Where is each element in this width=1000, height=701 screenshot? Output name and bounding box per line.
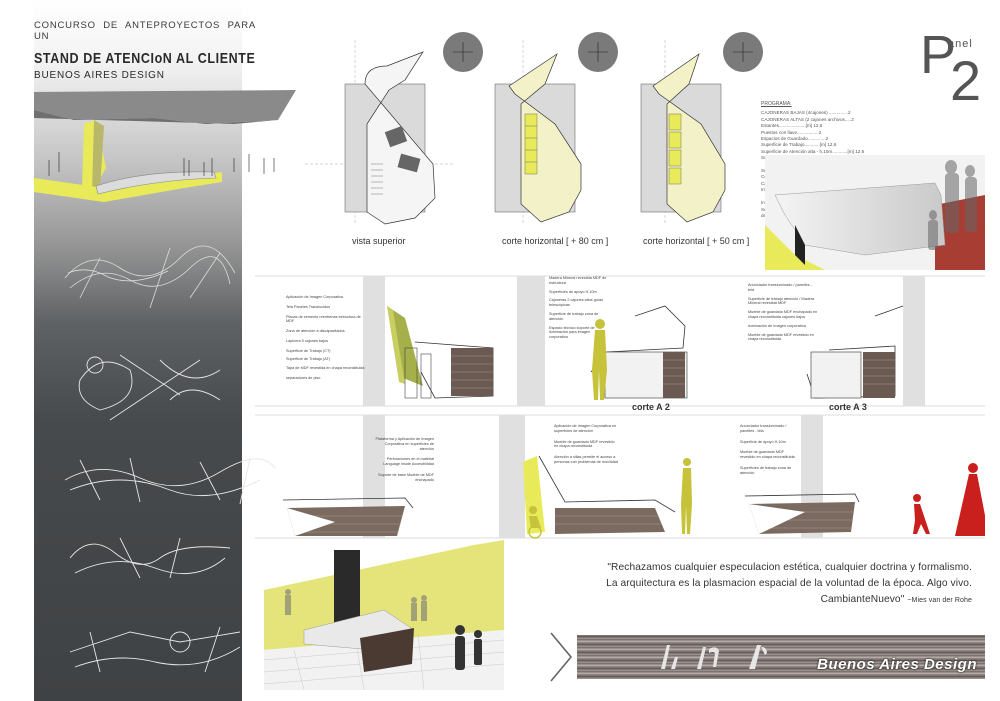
programa-item: Espacios de Guardado..............2 xyxy=(761,136,829,142)
sketch-3 xyxy=(64,457,276,505)
annotation: Cajoneras 2 cajones altos guías telescóp… xyxy=(549,298,604,308)
programa-item: Superficie de Atención alta - h,10m.....… xyxy=(761,148,865,154)
person-silhouette xyxy=(592,319,607,400)
annotations-right-section: Anunciador translumínado / panelles - te… xyxy=(748,283,818,342)
red-figures xyxy=(913,463,985,536)
label-corte-a2: corte A 2 xyxy=(632,402,670,412)
chevron-right-icon xyxy=(550,632,573,682)
footer-band: Buenos Aires Design xyxy=(577,635,985,679)
annotation: Anunciador translumínado / panelles - te… xyxy=(740,424,787,433)
panel-tag: P anel 2 xyxy=(916,25,990,112)
title-block: CONCURSO DE ANTEPROYECTOS PARA UN STAND … xyxy=(34,20,274,81)
render-people xyxy=(48,152,275,176)
programa-item: Estantes.....................[m] 12,6 xyxy=(761,123,823,129)
programa-heading: PROGRAMA: xyxy=(761,101,792,107)
quote-author: ~Mies van der Rohe xyxy=(907,597,972,604)
annotation: Espacio técnico soporte de iluminación p… xyxy=(549,325,595,340)
section-middle xyxy=(517,276,688,406)
annotation: Plataforma y Aplicación de Imagen Corpor… xyxy=(375,437,434,451)
programa-item: Puestos con llave.................2 xyxy=(761,129,822,135)
annotation: Mueble de guardado MDF revestido en chap… xyxy=(554,439,615,449)
title-line-1: CONCURSO DE ANTEPROYECTOS PARA UN xyxy=(34,20,256,42)
annotation: Placas de cemento reentrenas estructura … xyxy=(286,314,361,324)
annotation: Mueble de guardado MDF revestido en chap… xyxy=(740,450,795,460)
plan-drawings xyxy=(305,32,763,225)
programa-item: CAJONERAS ALTAS (2 cajones archivos.....… xyxy=(761,116,854,122)
section-right xyxy=(806,276,925,406)
quote-line-1: "Rechazamos cualquier especulacion estét… xyxy=(607,562,972,573)
annotation: Madera Mineral revestida MDF de estructu… xyxy=(549,276,607,285)
title-line-2: STAND DE ATENCIoN AL CLIENTE xyxy=(34,50,256,67)
annotation: Anunciador translumínado / panelles - te… xyxy=(748,283,812,292)
section-left xyxy=(363,276,494,406)
section-a3 xyxy=(744,415,985,538)
annotations-mid-section: Madera Mineral revestida MDF de estructu… xyxy=(549,276,609,340)
section-a2-left xyxy=(282,415,414,538)
annotation: Zona de atención a discapacitados xyxy=(286,329,345,334)
sketch-5 xyxy=(69,626,241,673)
people-silhouettes xyxy=(455,625,482,670)
annotation: Mueble de guardado MDF enchapado en chap… xyxy=(748,310,818,319)
plan-corte-80 xyxy=(494,32,618,224)
section-row-2 xyxy=(255,414,985,539)
sketch-2 xyxy=(78,354,221,421)
footer-brand-text: Buenos Aires Design xyxy=(817,656,977,673)
stand-render-bottom xyxy=(264,540,504,690)
plan-view-superior xyxy=(305,32,483,225)
panel-word: anel xyxy=(948,38,973,50)
annotation: Aplicación de Imagen Corporativa xyxy=(286,295,343,299)
standing-person xyxy=(681,458,692,534)
caption-vista-superior: vista superior xyxy=(352,236,406,246)
annotation: Superficie de trabajo zona de atención xyxy=(549,311,599,321)
plan-corte-50 xyxy=(640,32,763,224)
annotations-a2-left: Plataforma y Aplicación de Imagen Corpor… xyxy=(374,437,434,483)
canopy-edge xyxy=(34,110,278,124)
programa-item: CAJONERAS BAJAS (4cajones) .............… xyxy=(761,110,851,116)
stand-render-top xyxy=(34,90,296,202)
annotation: Soporte de base Mueble de MDF enchapado xyxy=(378,472,434,482)
wheelchair-user xyxy=(528,506,542,539)
label-corte-a3: corte A 3 xyxy=(829,402,867,412)
annotation: Superficie de apoyo H,10m xyxy=(740,439,786,444)
caption-corte-80: corte horizontal [ + 80 cm ] xyxy=(502,236,609,246)
annotation: Perforaciones en el material Language in… xyxy=(383,457,434,467)
yellow-panel-side xyxy=(92,120,104,192)
sketch-4 xyxy=(69,537,231,579)
annotation: Superficies de trabajo zona de atención xyxy=(740,465,792,475)
annotation: Lapicera 5 cajones bajos xyxy=(286,338,329,343)
annotation: Atención a sillas permite el acceso a pe… xyxy=(554,455,618,464)
section-a2-mid xyxy=(499,415,692,539)
annotations-a3-right: Anunciador translumínado / panelles - te… xyxy=(740,424,800,476)
annotation: separadores de piso xyxy=(286,376,321,381)
annotation: Superficies de apoyo H,10m xyxy=(549,289,597,294)
quote-line-2: La arquitectura es la plasmacion espacia… xyxy=(606,578,972,589)
annotations-a2-mid: Aplicación de Imagen Corporativa en supe… xyxy=(554,424,618,465)
annotation: Aplicación de Imagen Corporativa en supe… xyxy=(554,424,617,433)
annotation: Tapa de MDF revestida en chapa reconstit… xyxy=(286,366,365,371)
caption-corte-50: corte horizontal [ + 50 cm ] xyxy=(643,236,750,246)
quote: "Rechazamos cualquier especulacion estét… xyxy=(560,560,972,609)
sketch-1 xyxy=(64,245,236,309)
panel-number: 2 xyxy=(950,49,982,112)
logo-marks xyxy=(661,645,767,669)
quote-line-3: CambianteNuevo" xyxy=(820,594,905,605)
canopy xyxy=(34,90,296,124)
stand-render-right xyxy=(765,155,985,270)
section-row-1 xyxy=(255,275,985,407)
annotation: Tela Paneles Translucidos xyxy=(286,304,331,309)
annotation: Mueble de guardado MDF revestido en chap… xyxy=(748,332,814,342)
annotation: Superficie de Trabajo (AT) xyxy=(286,356,331,361)
counter xyxy=(95,171,217,195)
annotations-left-section: Aplicación de Imagen Corporativa Tela Pa… xyxy=(286,295,366,381)
panel-letter-p: P xyxy=(920,25,957,85)
programa-item: Superficie de Trabajo............[m] 12,… xyxy=(761,142,837,148)
annotation: Superficie de trabajo atención / Madera … xyxy=(748,296,815,306)
title-line-3: BUENOS AIRES DESIGN xyxy=(34,70,165,81)
annotation: iluminación de Imagen corporativa xyxy=(748,323,806,328)
annotation: Superficie de Trabajo (CT) xyxy=(286,348,331,353)
